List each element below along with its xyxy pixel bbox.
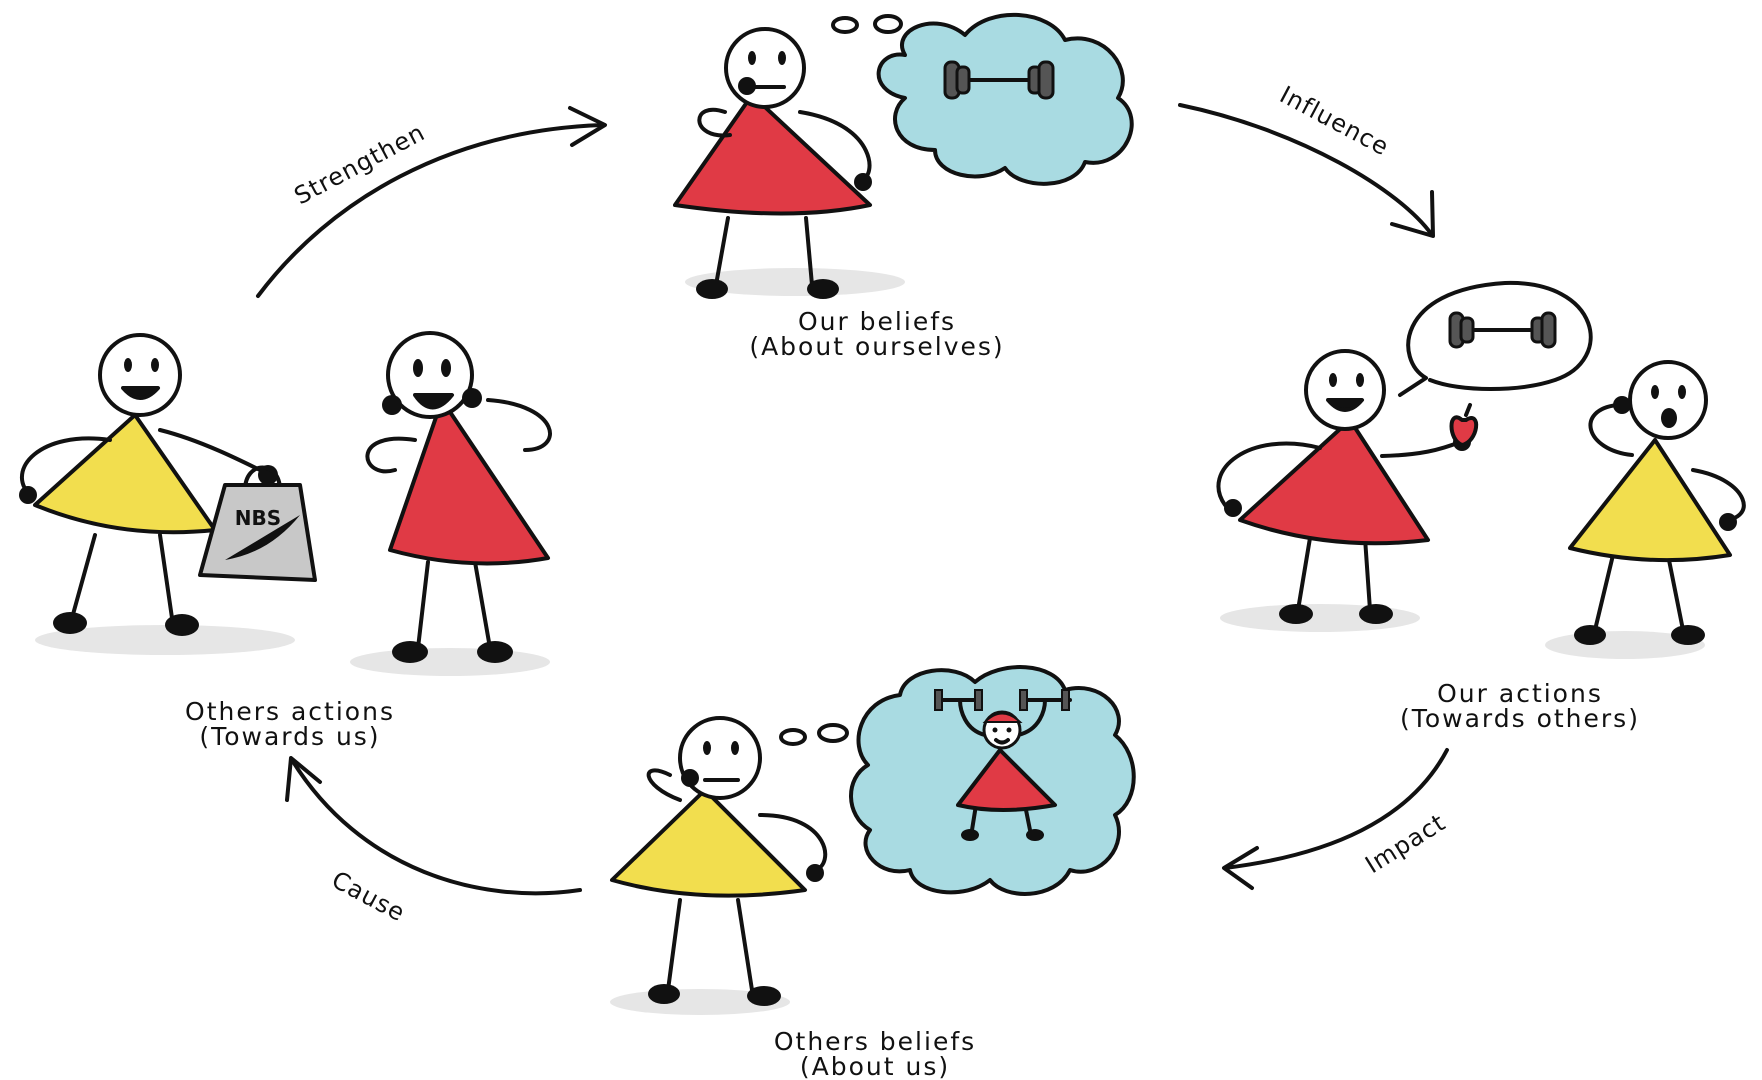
yellow-dress-body: [1568, 438, 1732, 563]
arrow-cause: Cause: [285, 756, 582, 928]
dumbbell-icon: [943, 60, 1055, 100]
arrow-influence: Influence: [1178, 81, 1435, 238]
arrow-impact: Impact: [1222, 748, 1451, 890]
thought-cloud: [876, 13, 1134, 186]
our-actions-subtitle: (Towards others): [1400, 704, 1640, 733]
foot: [696, 279, 728, 299]
yellow-dress-body: [610, 788, 807, 898]
label-impact: Impact: [1360, 808, 1450, 879]
weightlifter-icon: [934, 689, 1072, 841]
foot: [807, 279, 839, 299]
our-beliefs-subtitle: (About ourselves): [749, 332, 1004, 361]
red-dress-body: [673, 93, 872, 216]
ground-shadow: [350, 648, 550, 676]
head: [1304, 349, 1386, 431]
dumbbell-icon: [1448, 311, 1557, 349]
shopping-bag-icon: NBS: [198, 465, 317, 582]
label-influence: Influence: [1275, 81, 1394, 162]
others-actions-subtitle: (Towards us): [199, 722, 380, 751]
label-strengthen: Strengthen: [290, 118, 430, 210]
red-dress-body: [388, 398, 550, 566]
others-beliefs-subtitle: (About us): [800, 1052, 950, 1080]
others-actions-title: Others actions: [185, 697, 395, 726]
hand-on-chin: [738, 77, 756, 95]
node-others-actions: NBS Others actions (Towards us): [19, 331, 552, 751]
others-beliefs-title: Others beliefs: [774, 1027, 976, 1056]
head: [98, 333, 182, 417]
ground-shadow: [685, 268, 905, 296]
bag-text: NBS: [235, 506, 281, 530]
ground-shadow: [35, 625, 295, 655]
head: [1628, 360, 1708, 440]
our-beliefs-title: Our beliefs: [798, 307, 956, 336]
our-actions-title: Our actions: [1437, 679, 1603, 708]
head: [724, 27, 806, 109]
node-our-actions: Our actions (Towards others): [1216, 280, 1746, 733]
arrow-strengthen: Strengthen: [256, 106, 607, 298]
yellow-dress-body: [33, 413, 217, 535]
speech-bubble: [1398, 280, 1593, 397]
node-our-beliefs: Our beliefs (About ourselves): [673, 13, 1134, 361]
hand: [854, 173, 872, 191]
red-dress-body: [1238, 418, 1430, 546]
head: [678, 716, 762, 800]
apple-icon: [1449, 403, 1479, 447]
node-others-beliefs: Others beliefs (About us): [610, 665, 1136, 1080]
label-cause: Cause: [327, 866, 410, 928]
